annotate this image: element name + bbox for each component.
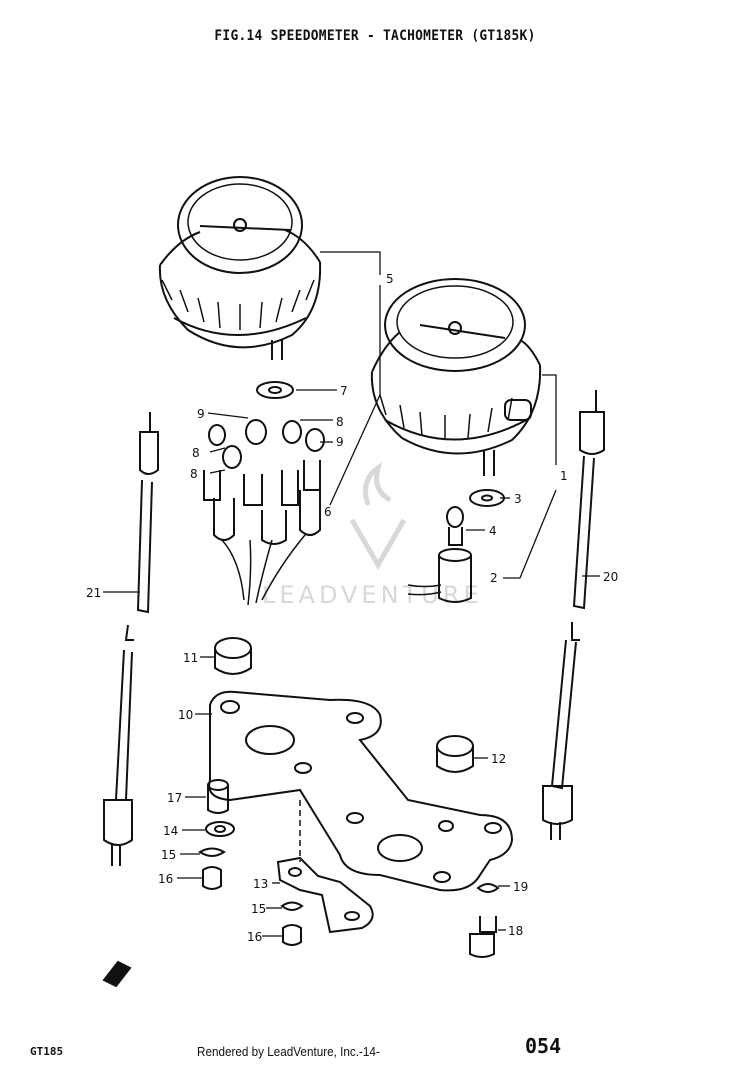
callout-labels: 1 2 3 4 5 6 7 8 8 8 9 9 10 11 12 13 14 1…	[86, 272, 618, 944]
nut-16-b	[282, 924, 302, 946]
callout-20: 20	[603, 570, 618, 584]
bulb-socket-cluster	[203, 419, 325, 606]
callout-2: 2	[490, 571, 498, 585]
rendered-by-text: Rendered by LeadVenture, Inc.	[197, 1044, 359, 1059]
grommet-11	[214, 637, 252, 675]
washer-14	[205, 821, 235, 837]
socket-2	[407, 548, 472, 603]
callout-16-left: 16	[158, 872, 173, 886]
bulb-4	[446, 506, 464, 546]
lock-washer-19	[476, 883, 500, 893]
callout-21: 21	[86, 586, 101, 600]
callout-6: 6	[324, 505, 332, 519]
callout-3: 3	[514, 492, 522, 506]
bracket-13	[276, 856, 374, 934]
figure-title: FIG.14 SPEEDOMETER - TACHOMETER (GT185K)	[214, 28, 536, 44]
callout-8-left-lower: 8	[190, 467, 198, 481]
callout-1: 1	[560, 469, 568, 483]
footer-page-code: 054	[525, 1034, 562, 1058]
callout-8-left-upper: 8	[192, 446, 200, 460]
leader-lines	[103, 251, 600, 937]
bolt-18	[469, 916, 497, 958]
callout-7: 7	[340, 384, 348, 398]
cable-21	[103, 412, 159, 866]
nut-16-a	[202, 866, 222, 890]
callout-13: 13	[253, 877, 268, 891]
lock-washer-15-a	[198, 847, 226, 857]
front-arrow-icon	[102, 960, 132, 988]
callout-8-right: 8	[336, 415, 344, 429]
callout-14: 14	[163, 824, 178, 838]
footer-rendered-by: Rendered by LeadVenture, Inc.-14-	[197, 1044, 380, 1059]
page-number: -14-	[358, 1044, 380, 1059]
tachometer-assembly	[370, 278, 542, 476]
callout-11: 11	[183, 651, 198, 665]
callout-12: 12	[491, 752, 506, 766]
lock-washer-15-b	[280, 901, 304, 911]
callout-9-left: 9	[197, 407, 205, 421]
callout-18: 18	[508, 924, 523, 938]
washer-3	[469, 489, 505, 507]
callout-10: 10	[178, 708, 193, 722]
callout-15-left: 15	[161, 848, 176, 862]
grommet-12	[436, 735, 474, 773]
callout-9-right: 9	[336, 435, 344, 449]
speedometer-assembly	[158, 176, 322, 360]
bracket-10	[208, 690, 514, 892]
washer-7	[256, 381, 294, 399]
callout-19: 19	[513, 880, 528, 894]
callout-5: 5	[386, 272, 394, 286]
cable-20	[542, 390, 605, 840]
callout-17: 17	[167, 791, 182, 805]
callout-4: 4	[489, 524, 497, 538]
callout-15-lower: 15	[251, 902, 266, 916]
footer-model: GT185	[30, 1045, 64, 1058]
watermark-text: LEADVENTURE	[262, 581, 483, 609]
spacer-17	[207, 779, 229, 814]
callout-16-lower: 16	[247, 930, 262, 944]
watermark-logo	[349, 462, 407, 570]
